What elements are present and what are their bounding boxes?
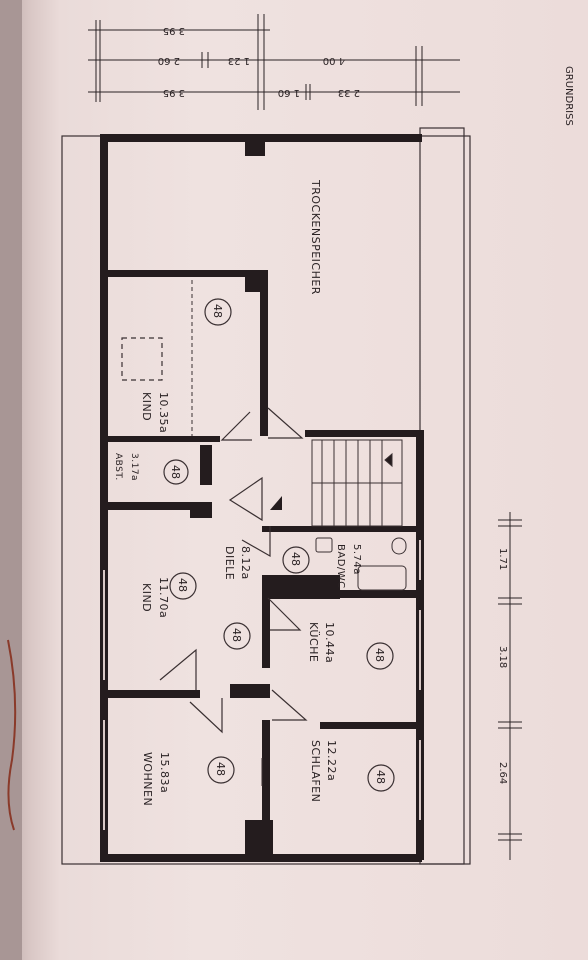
room-bad-name: BAD/WC bbox=[335, 544, 346, 589]
top-dimension-lines bbox=[88, 14, 460, 110]
room-kind-top-name: KIND bbox=[140, 392, 153, 421]
svg-text:48: 48 bbox=[373, 648, 386, 662]
room-kueche-name: KÜCHE bbox=[307, 622, 320, 662]
marker-bad: 48 bbox=[282, 546, 310, 574]
dim-row3-2: 3 95 bbox=[163, 87, 185, 98]
marker-schlafen: 48 bbox=[367, 764, 395, 792]
room-wohnen-name: WOHNEN bbox=[141, 752, 154, 806]
marker-diele: 48 bbox=[223, 622, 251, 650]
room-bad-area: 5.74a bbox=[351, 544, 362, 575]
room-wohnen-area: 15.83a bbox=[158, 752, 171, 793]
room-schlafen-name: SCHLAFEN bbox=[309, 740, 322, 802]
dim-row3-1: 1 60 bbox=[278, 87, 300, 98]
dim-right-2: 2.64 bbox=[497, 762, 508, 784]
dim-row2-2: 2 60 bbox=[158, 55, 180, 66]
windows bbox=[103, 540, 421, 830]
room-diele-area: 8.12a bbox=[239, 546, 252, 580]
room-kind-top-area: 10.35a bbox=[157, 392, 170, 433]
dim-row2-0: 4 00 bbox=[323, 55, 345, 66]
dashed-box bbox=[121, 337, 163, 381]
room-trockenspeicher-name: TROCKENSPEICHER bbox=[309, 179, 322, 295]
right-dimension-line bbox=[498, 512, 522, 860]
dim-right-1: 3.18 bbox=[497, 646, 508, 668]
svg-text:48: 48 bbox=[230, 628, 243, 642]
binding-thread bbox=[7, 639, 17, 831]
room-diele-name: DIELE bbox=[223, 546, 236, 580]
arrow-marker bbox=[270, 496, 282, 510]
room-markers: 48 48 48 48 48 48 48 48 bbox=[163, 298, 395, 792]
room-kind-mid-name: KIND bbox=[140, 583, 153, 612]
bath-fixtures bbox=[315, 537, 407, 591]
door-swings bbox=[159, 407, 308, 786]
room-schlafen-area: 12.22a bbox=[325, 740, 338, 781]
marker-abst: 48 bbox=[163, 459, 189, 485]
room-kind-mid-area: 11.70a bbox=[157, 577, 170, 618]
svg-text:48: 48 bbox=[289, 552, 302, 566]
dim-row1-0: 3 95 bbox=[163, 25, 185, 36]
marker-kind-mid: 48 bbox=[169, 572, 197, 600]
room-kueche-area: 10.44a bbox=[323, 622, 336, 663]
svg-text:48: 48 bbox=[374, 770, 387, 784]
corner-text: GRUNDRISS bbox=[563, 66, 574, 126]
balcony-strip bbox=[419, 127, 465, 865]
dim-row3-0: 2 33 bbox=[338, 87, 360, 98]
marker-wohnen: 48 bbox=[207, 756, 235, 784]
marker-kueche: 48 bbox=[366, 642, 394, 670]
room-abst-area: 3.17a bbox=[129, 453, 139, 481]
dim-row2-1: 1 23 bbox=[228, 55, 250, 66]
staircase bbox=[311, 439, 403, 527]
svg-text:48: 48 bbox=[169, 465, 182, 479]
marker-kind-top: 48 bbox=[204, 298, 232, 326]
svg-text:48: 48 bbox=[211, 304, 224, 318]
page-edge bbox=[0, 0, 22, 960]
svg-text:48: 48 bbox=[214, 762, 227, 776]
svg-text:48: 48 bbox=[176, 578, 189, 592]
room-abst-name: ABST. bbox=[113, 453, 123, 481]
dim-right-0: 1.71 bbox=[497, 548, 508, 570]
